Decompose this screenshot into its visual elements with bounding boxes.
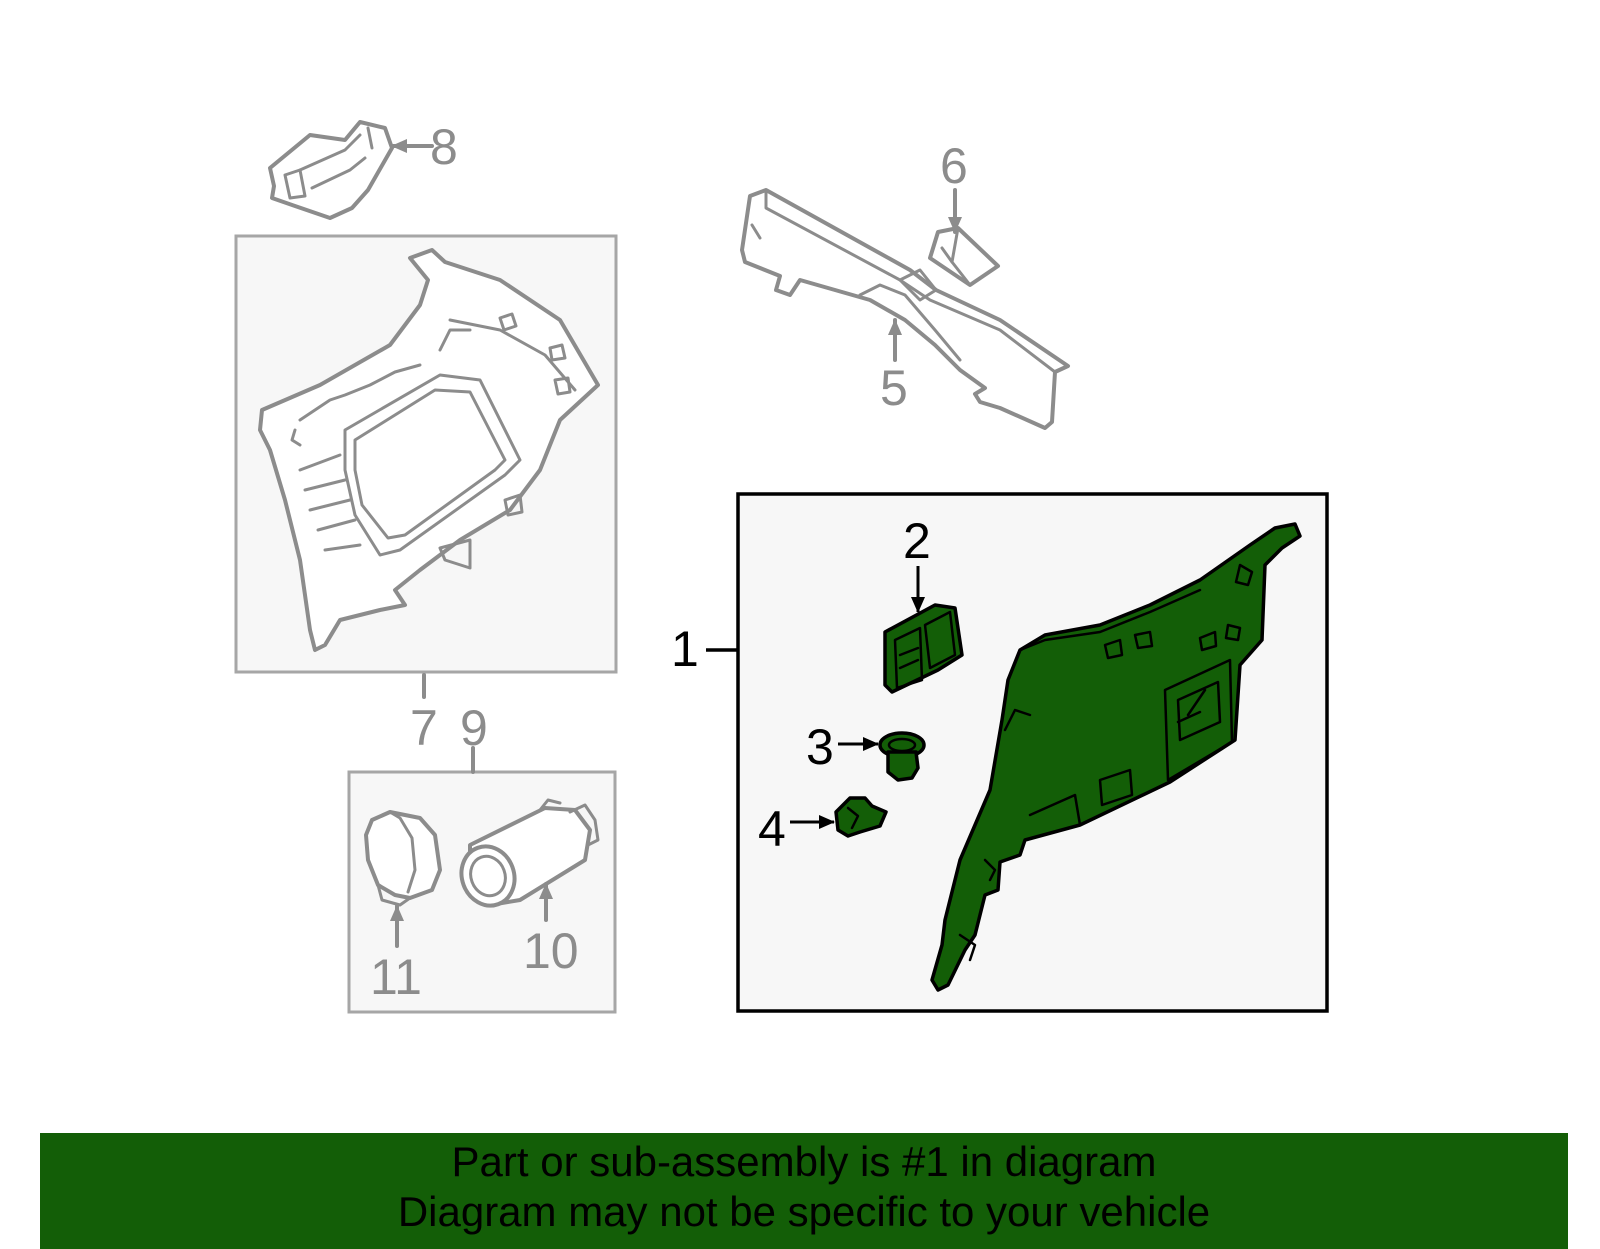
- callout-10-label: 10: [523, 923, 579, 979]
- part-11-socket-cover: [364, 810, 442, 907]
- callout-4-label: 4: [758, 801, 786, 857]
- callout-9-label: 9: [460, 700, 488, 756]
- part-1-quarter-trim-panel[interactable]: [930, 522, 1302, 992]
- callout-7-label: 7: [410, 700, 438, 756]
- part-10-power-socket: [459, 798, 600, 908]
- part-4-clip[interactable]: [834, 796, 888, 838]
- callout-8-label: 8: [430, 119, 458, 175]
- disclaimer-banner: Part or sub-assembly is #1 in diagram Di…: [40, 1133, 1568, 1249]
- callout-3-label: 3: [806, 719, 834, 775]
- part-8-bracket: [268, 120, 394, 220]
- callout-2-label: 2: [903, 513, 931, 569]
- part-3-grommet[interactable]: [878, 731, 926, 782]
- part-2-vent-cover[interactable]: [883, 603, 964, 694]
- callout-11-label: 11: [370, 949, 422, 1005]
- part-6-clip: [928, 226, 1000, 287]
- callout-1-label: 1: [671, 621, 699, 677]
- part-7-quarter-trim-panel: [258, 248, 600, 652]
- part-5-sill-plate: [740, 188, 1070, 430]
- callout-6-label: 6: [940, 138, 968, 194]
- banner-line-1: Part or sub-assembly is #1 in diagram: [451, 1138, 1157, 1185]
- callout-5-label: 5: [880, 360, 908, 416]
- banner-line-2: Diagram may not be specific to your vehi…: [397, 1188, 1211, 1235]
